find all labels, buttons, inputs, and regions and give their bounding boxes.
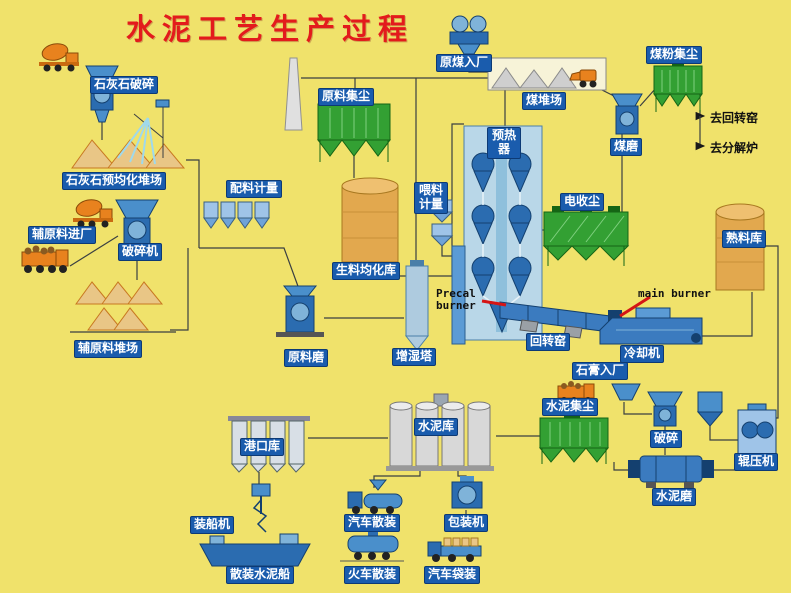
bulk-cement-ship-shape [199,533,311,567]
coal-yard-shape [487,57,607,91]
label-limestone-preblend-yard: 石灰石预均化堆场 [62,172,167,190]
main-burner-line [619,295,651,318]
packing-machine-unit [451,476,483,509]
raw-mill-unit [276,285,324,337]
label-aux-material-entry: 辅原料进厂 [28,226,97,244]
ship-loader-unit [251,483,271,533]
bulk-tank-truck [347,479,403,514]
label-clinker-silo: 熟料库 [722,230,767,248]
label-rotary-kiln: 回转窑 [526,333,571,351]
label-bulk-ship: 散装水泥船 [226,566,295,584]
label-crushing: 破碎 [650,430,683,448]
aux-material-piles [75,281,164,331]
label-gypsum-entry: 石膏入厂 [572,362,629,380]
chimney [284,57,303,131]
clinker-cooler [599,307,703,345]
label-to-calciner: 去分解炉 [710,141,759,155]
label-coal-yard: 煤堆场 [522,92,567,110]
cement-bag-filter [538,412,610,464]
label-truck-bag: 汽车袋装 [424,566,481,584]
label-train-bulk: 火车散装 [344,566,401,584]
label-truck-bulk: 汽车散装 [344,514,401,532]
feed-hopper [696,391,724,427]
raw-meal-silo-shape [341,177,399,263]
mixer-truck [38,40,80,72]
label-raw-material-dust: 原料集尘 [318,88,375,106]
clinker-silo-shape [715,203,765,291]
label-port-silo: 港口库 [240,438,285,456]
electrostatic-precipitator [542,206,630,266]
label-main-burner: main burner [638,287,711,300]
gypsum-crusher-unit [647,391,683,427]
label-humidifier-tower: 增湿塔 [392,348,437,366]
burner-lines [481,295,651,318]
mixer-truck [72,196,114,228]
label-cement-dust: 水泥集尘 [542,398,599,416]
label-precal-burner: Precal burner [436,287,476,313]
label-crusher: 破碎机 [118,243,163,261]
batching-hoppers [203,201,270,229]
coal-bag-filter [653,62,703,112]
label-limestone-crushing: 石灰石破碎 [90,76,159,94]
cement-mill-unit [628,455,714,488]
label-feed-metering: 喂料计量 [414,182,448,214]
aux-crusher-unit [115,199,159,245]
label-raw-coal-entry: 原煤入厂 [436,54,493,72]
label-cement-silo: 水泥库 [414,418,459,436]
label-raw-mill: 原料磨 [284,349,329,367]
label-roller-press: 辊压机 [734,453,779,471]
limestone-crusher-unit [85,65,119,123]
stacker [117,99,170,165]
train-tank-wagon [340,530,404,562]
wheel-loader [569,69,597,88]
bag-truck [427,537,482,562]
coal-mill-unit [611,93,643,135]
precal-burner-line [481,299,507,307]
label-raw-meal-silo: 生料均化库 [332,262,401,280]
coal-intake-unit [449,15,489,55]
label-coal-mill: 煤磨 [610,138,643,156]
label-cement-mill: 水泥磨 [652,488,697,506]
page-title: 水泥工艺生产过程 [126,14,415,46]
label-esp: 电收尘 [560,193,605,211]
label-packing-machine: 包装机 [444,514,489,532]
roller-press-unit [737,403,777,455]
humidifying-tower-shape [404,260,430,351]
label-coal-dust: 煤粉集尘 [646,46,703,64]
label-batching-metering: 配料计量 [226,180,283,198]
raw-material-bag-filter [317,100,391,162]
label-aux-material-yard: 辅原料堆场 [74,340,143,358]
label-cooler: 冷却机 [620,345,665,363]
label-ship-loader: 装船机 [190,516,235,534]
dump-truck [21,245,69,273]
label-preheater: 预热器 [487,127,521,159]
label-to-rotary-kiln: 去回转窑 [710,111,759,125]
